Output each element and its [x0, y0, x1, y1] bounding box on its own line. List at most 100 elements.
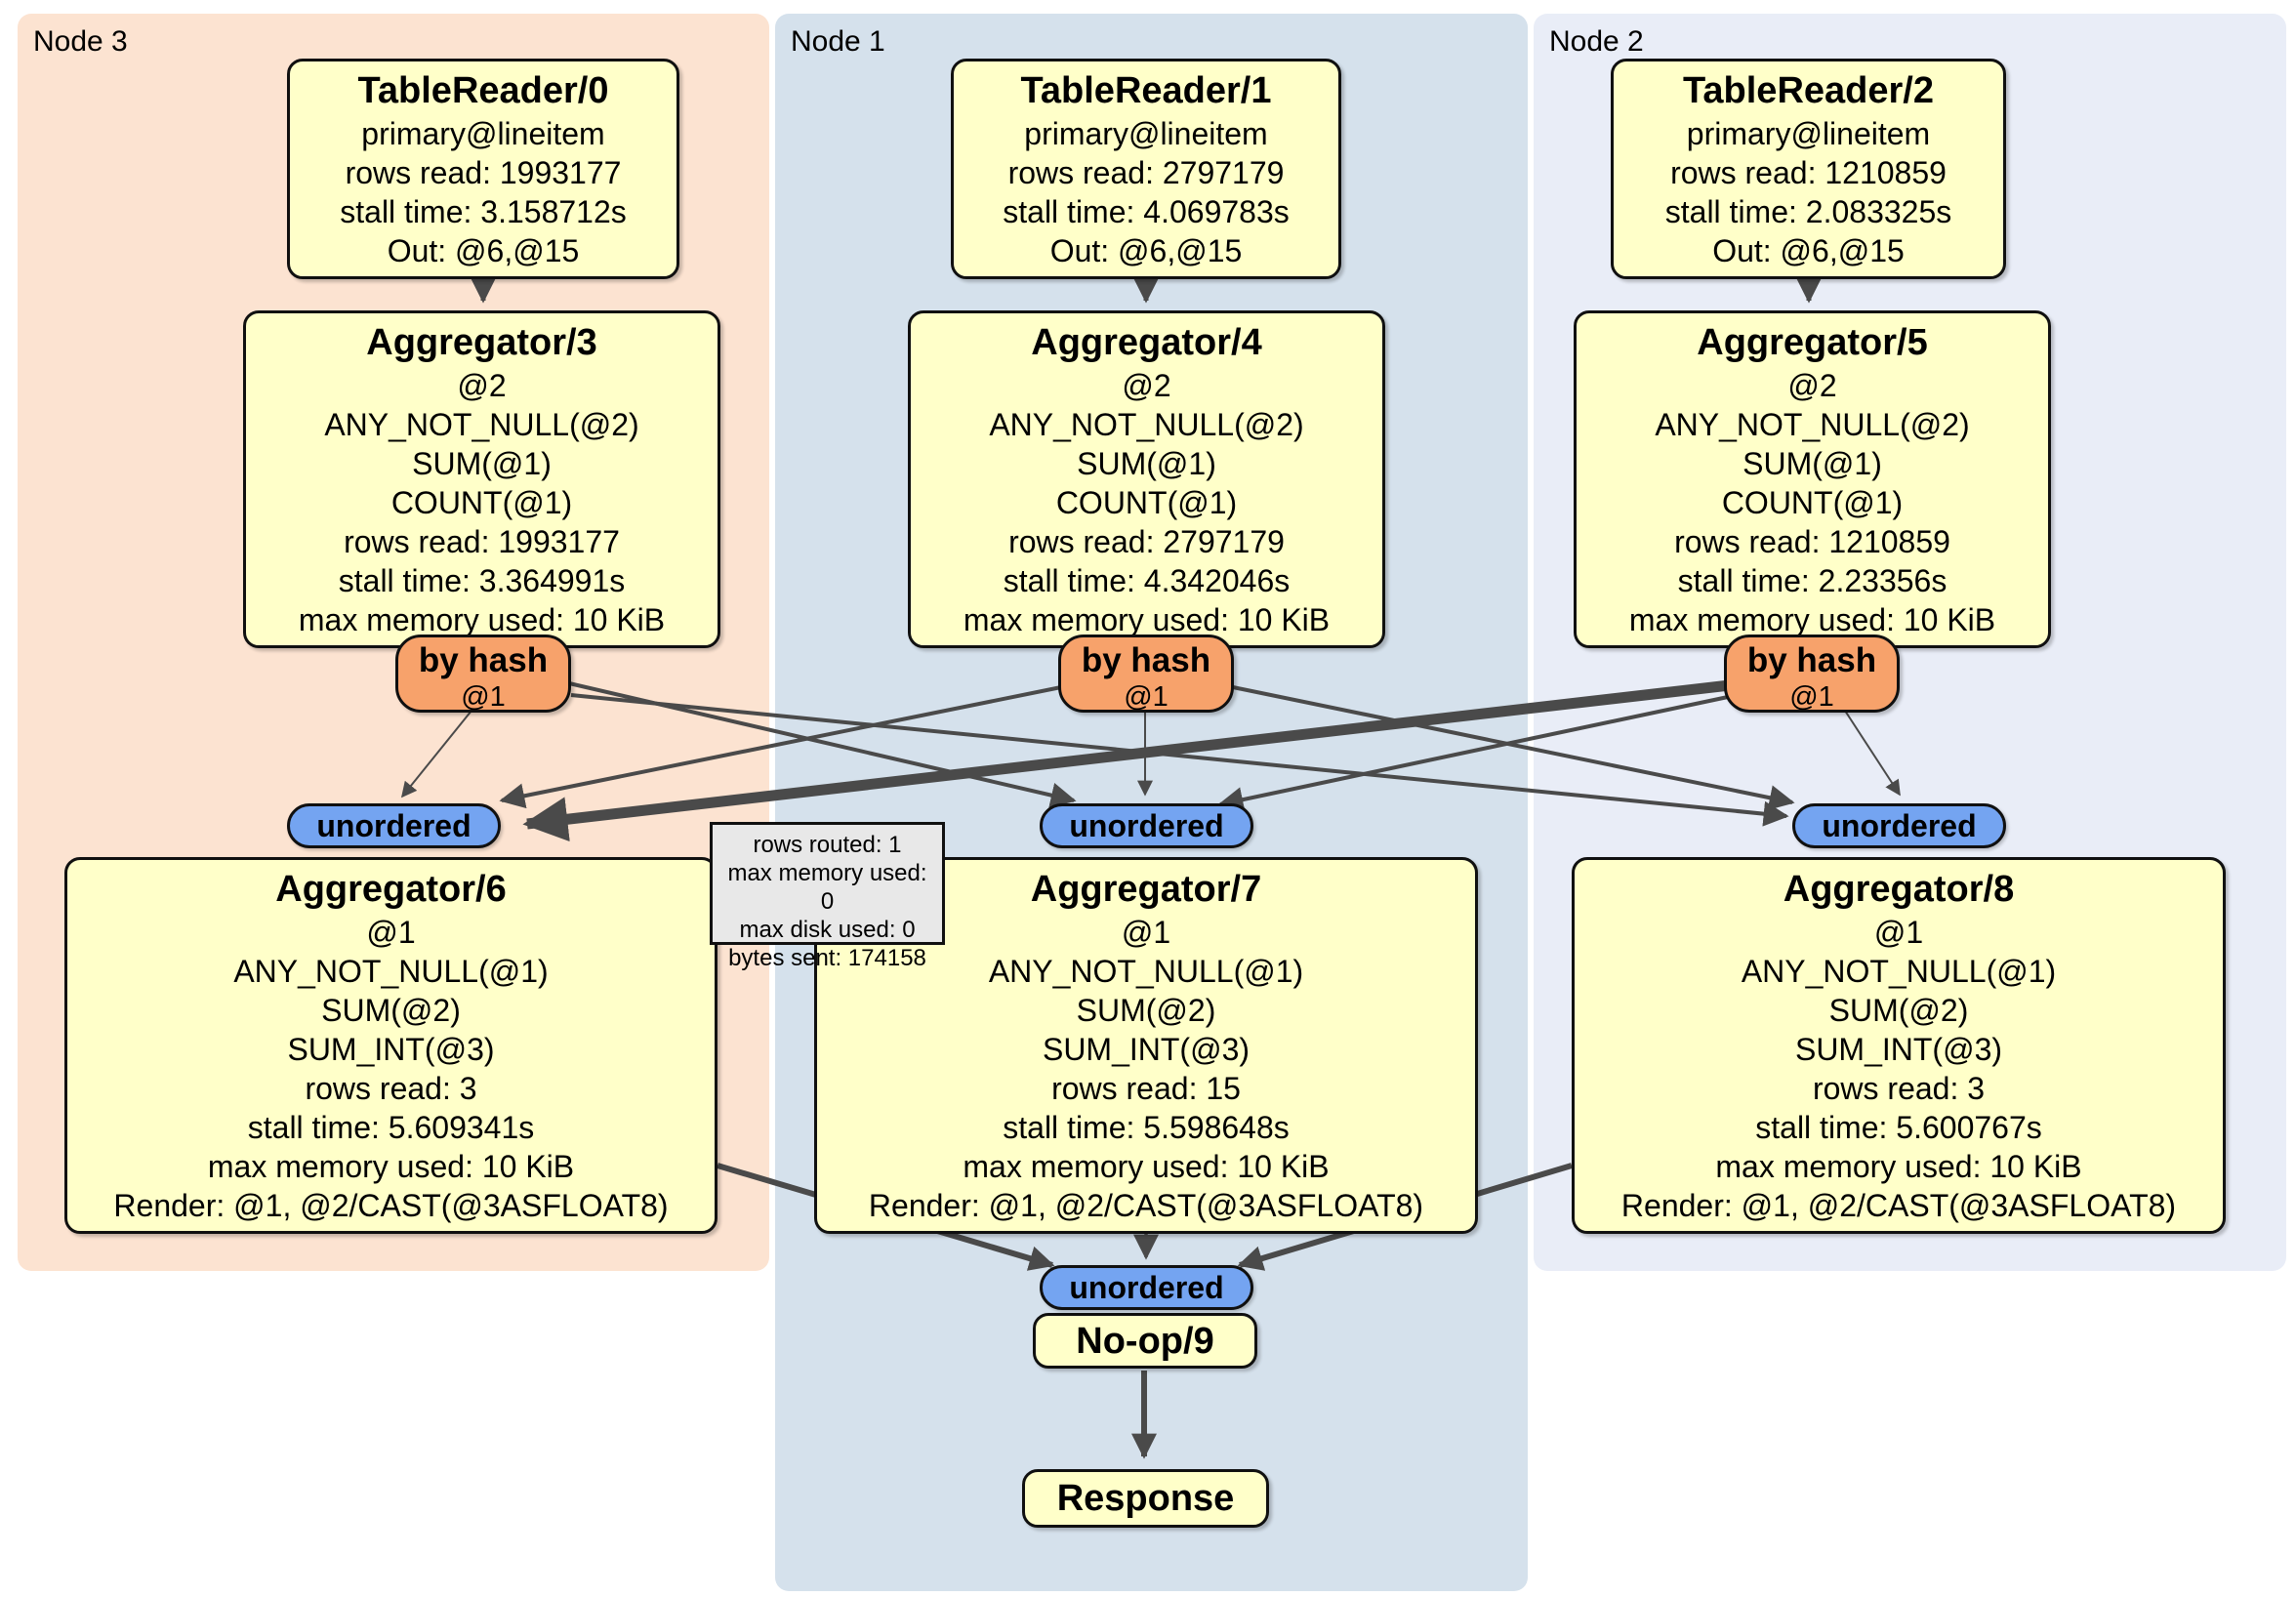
text-line: ANY_NOT_NULL(@2)	[989, 407, 1304, 442]
text-line: max memory used: 10 KiB	[1628, 602, 1996, 637]
edge	[1844, 710, 1901, 797]
sync-unordered-node1[interactable]: unordered	[1040, 803, 1253, 848]
text-line: ANY_NOT_NULL(@2)	[1655, 407, 1970, 442]
processor-title: Aggregator/3	[366, 322, 597, 363]
text-line: @1	[1121, 915, 1171, 950]
text-line: ANY_NOT_NULL(@2)	[324, 407, 639, 442]
edge	[1217, 695, 1729, 812]
text-line: max memory used: 0	[727, 860, 927, 915]
processor-title: TableReader/2	[1683, 70, 1934, 111]
router-detail: @1	[461, 681, 506, 713]
router-by-hash-node3[interactable]: by hash @1	[395, 635, 571, 713]
text-line: rows read: 1993177	[345, 155, 622, 190]
processor-details: primary@lineitem rows read: 1993177 stall …	[294, 114, 673, 270]
text-line: stall time: 4.342046s	[1003, 563, 1291, 598]
text-line: primary@lineitem	[361, 116, 605, 151]
processor-title: TableReader/0	[357, 70, 609, 111]
text-line: COUNT(@1)	[1721, 485, 1904, 520]
text-line: primary@lineitem	[1024, 116, 1268, 151]
sync-unordered-node3[interactable]: unordered	[287, 803, 501, 848]
text-line: COUNT(@1)	[390, 485, 573, 520]
router-by-hash-node2[interactable]: by hash @1	[1724, 635, 1900, 713]
sync-unordered-final[interactable]: unordered	[1040, 1265, 1253, 1310]
node3-label: Node 3	[33, 25, 128, 58]
text-line: rows read: 1210859	[1670, 155, 1947, 190]
processor-details: primary@lineitem rows read: 2797179 stall …	[958, 114, 1334, 270]
processor-title: Aggregator/4	[1031, 322, 1262, 363]
sync-label: unordered	[1069, 1269, 1224, 1305]
text-line: rows read: 1210859	[1674, 524, 1950, 559]
sync-label: unordered	[1822, 807, 1977, 843]
processor-title: Aggregator/6	[275, 869, 507, 910]
processor-tablereader-0[interactable]: TableReader/0 primary@lineitem rows read:…	[287, 59, 679, 279]
text-line: SUM(@2)	[321, 993, 461, 1028]
processor-title: TableReader/1	[1020, 70, 1272, 111]
router-label: by hash	[1081, 641, 1211, 679]
text-line: rows read: 3	[1812, 1071, 1986, 1106]
processor-title: Aggregator/5	[1697, 322, 1928, 363]
text-line: max memory used: 10 KiB	[207, 1149, 575, 1184]
text-line: rows read: 2797179	[1007, 155, 1285, 190]
processor-noop-9[interactable]: No-op/9	[1033, 1313, 1257, 1369]
text-line: primary@lineitem	[1686, 116, 1931, 151]
text-line: @2	[457, 368, 507, 403]
processor-title: No-op/9	[1076, 1320, 1214, 1362]
text-line: stall time: 5.600767s	[1755, 1110, 2042, 1145]
text-line: SUM(@2)	[1828, 993, 1969, 1028]
router-by-hash-node1[interactable]: by hash @1	[1058, 635, 1234, 713]
processor-tablereader-1[interactable]: TableReader/1 primary@lineitem rows read:…	[951, 59, 1341, 279]
text-line: stall time: 3.364991s	[338, 563, 626, 598]
text-line: rows read: 3	[305, 1071, 477, 1106]
text-line: stall time: 5.598648s	[1003, 1110, 1290, 1145]
processor-tablereader-2[interactable]: TableReader/2 primary@lineitem rows read:…	[1611, 59, 2006, 279]
text-line: Out: @6,@15	[387, 233, 580, 268]
text-line: rows routed: 1	[753, 832, 902, 858]
text-line: rows read: 1993177	[344, 524, 620, 559]
text-line: ANY_NOT_NULL(@1)	[233, 954, 549, 989]
processor-title: Aggregator/7	[1030, 869, 1262, 910]
processor-title: Response	[1056, 1478, 1235, 1519]
node1-label: Node 1	[791, 25, 885, 58]
node2-label: Node 2	[1549, 25, 1644, 58]
text-line: bytes sent: 174158	[728, 945, 926, 971]
edge	[499, 685, 1062, 809]
text-line: max memory used: 10 KiB	[1715, 1149, 2082, 1184]
text-line: max disk used: 0	[739, 917, 916, 943]
edge	[400, 710, 472, 798]
text-line: max memory used: 10 KiB	[963, 1149, 1330, 1184]
router-label: by hash	[418, 641, 549, 679]
text-line: rows read: 2797179	[1008, 524, 1285, 559]
text-line: SUM_INT(@3)	[287, 1032, 495, 1067]
processor-response[interactable]: Response	[1022, 1469, 1269, 1528]
text-line: @1	[1873, 915, 1924, 950]
text-line: stall time: 5.609341s	[247, 1110, 535, 1145]
text-line: max memory used: 10 KiB	[298, 602, 666, 637]
sync-label: unordered	[316, 807, 472, 843]
text-line: stall time: 2.23356s	[1677, 563, 1948, 598]
sync-label: unordered	[1069, 807, 1224, 843]
edge	[570, 693, 1789, 827]
text-line: @2	[1122, 368, 1171, 403]
text-line: Render: @1, @2/CAST(@3ASFLOAT8)	[113, 1188, 669, 1223]
text-line: @2	[1787, 368, 1837, 403]
text-line: @1	[366, 915, 416, 950]
text-line: SUM_INT(@3)	[1794, 1032, 2003, 1067]
text-line: COUNT(@1)	[1055, 485, 1238, 520]
text-line: Render: @1, @2/CAST(@3ASFLOAT8)	[868, 1188, 1424, 1223]
text-line: stall time: 3.158712s	[340, 194, 627, 229]
sync-unordered-node2[interactable]: unordered	[1792, 803, 2006, 848]
text-line: stall time: 4.069783s	[1003, 194, 1290, 229]
text-line: Render: @1, @2/CAST(@3ASFLOAT8)	[1620, 1188, 2177, 1223]
